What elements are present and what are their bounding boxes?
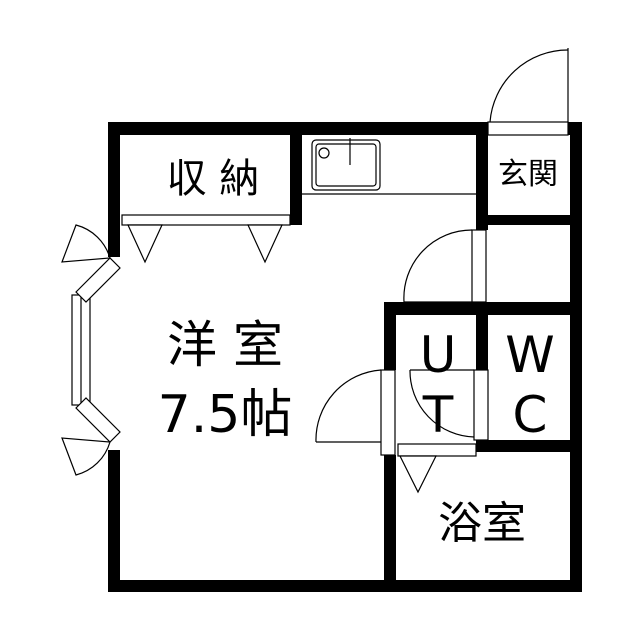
room-labels: 収 納 洋 室 7.5帖 玄関 U T W C 浴室 — [158, 156, 558, 549]
western-room-label: 洋 室 — [167, 316, 283, 374]
wc-door-swing — [409, 369, 475, 438]
hall-door-frame — [471, 229, 487, 303]
window-sash-upper — [75, 257, 121, 303]
wall-ut-left-upper — [384, 302, 396, 370]
wall-entrance-left — [476, 122, 488, 230]
storage-door-marker — [247, 224, 283, 264]
utility-letter-t: T — [422, 386, 454, 444]
walls — [108, 122, 582, 592]
fixtures — [61, 48, 569, 494]
utility-letter-u: U — [420, 326, 457, 384]
wall-left-upper — [108, 122, 120, 257]
window-sash-lower — [75, 397, 121, 443]
entrance-door-opening — [487, 121, 569, 136]
kitchen-sink-basin — [315, 143, 377, 187]
bath-door-marker — [399, 455, 437, 494]
bath-door-track — [397, 443, 477, 457]
toilet-letter-w: W — [505, 326, 554, 384]
window-swing-upper — [61, 224, 111, 263]
ut-door-frame — [380, 369, 396, 456]
western-room-size: 7.5帖 — [158, 385, 293, 445]
bath-label: 浴室 — [438, 498, 526, 549]
entrance-label: 玄関 — [498, 157, 558, 192]
window-swing-lower — [61, 437, 111, 476]
wall-storage — [290, 122, 302, 225]
wc-door-frame — [473, 369, 489, 441]
storage-label: 収 納 — [167, 156, 260, 202]
wall-right — [570, 122, 582, 592]
toilet-letter-c: C — [513, 386, 548, 444]
wall-left-lower — [108, 450, 120, 592]
hall-door-swing — [403, 229, 473, 303]
wall-bottom — [108, 580, 582, 592]
wall-wc-bottom — [476, 440, 582, 452]
wall-bath-left — [384, 455, 396, 592]
sink-drain — [318, 147, 330, 159]
entrance-door-swing — [489, 49, 569, 123]
storage-door-track — [121, 214, 291, 226]
wall-ut-wc-upper — [476, 302, 488, 370]
storage-door-marker — [127, 224, 163, 264]
wall-entrance-bottom — [476, 215, 582, 225]
ut-door-swing — [315, 369, 382, 443]
